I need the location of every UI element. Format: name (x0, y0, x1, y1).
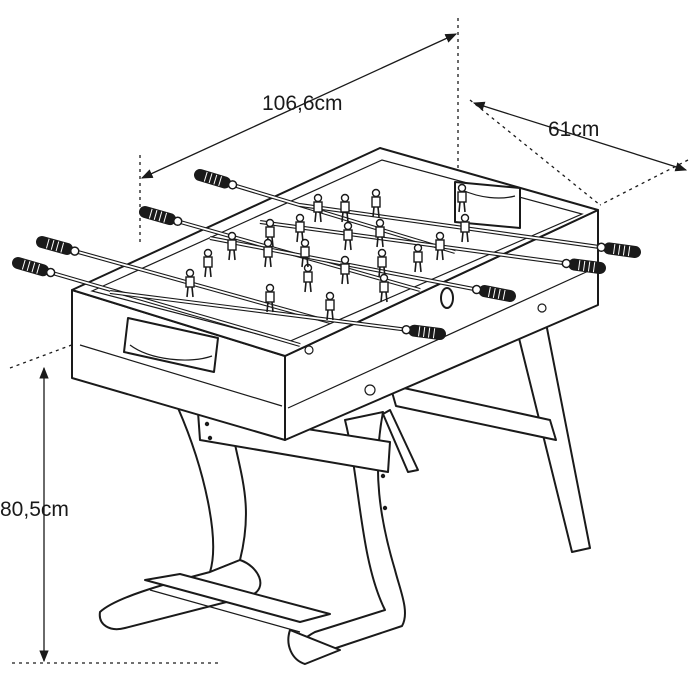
rod[interactable] (109, 290, 446, 340)
foosball-player-icon (203, 248, 213, 278)
foosball-player-icon (435, 231, 445, 261)
foosball-player-icon (263, 238, 273, 268)
foosball-player-icon (413, 243, 423, 273)
foosball-player-icon (265, 283, 275, 313)
players (185, 183, 470, 321)
rod[interactable] (194, 169, 456, 254)
foosball-player-icon (460, 213, 470, 243)
foosball-handle-icon[interactable] (401, 324, 446, 340)
rod[interactable] (12, 257, 301, 347)
height-label: 80,5cm (0, 498, 69, 521)
height-dimension: 80,5cm (0, 366, 69, 663)
rod[interactable] (259, 220, 606, 274)
foosball-player-icon (340, 193, 350, 223)
table-body (71, 147, 599, 441)
foosball-player-icon (343, 221, 353, 251)
foosball-player-icon (325, 291, 335, 321)
foosball-player-icon (371, 188, 381, 218)
foosball-handle-icon[interactable] (36, 236, 80, 256)
foosball-player-icon (375, 218, 385, 248)
width-label: 61cm (548, 118, 599, 141)
foosball-player-icon (300, 238, 310, 268)
player-rods (12, 169, 641, 347)
goal-box (123, 317, 219, 373)
foosball-player-icon (379, 273, 389, 303)
foosball-player-icon (185, 268, 195, 298)
foosball-player-icon (377, 248, 387, 278)
width-dimension: 61cm (472, 101, 688, 172)
foosball-player-icon (457, 183, 467, 213)
length-dimension: 106,6cm (140, 33, 458, 179)
rod[interactable] (209, 236, 516, 302)
rear-leg-frame (382, 317, 591, 553)
foosball-player-icon (340, 255, 350, 285)
foosball-handle-icon[interactable] (12, 257, 56, 278)
length-label: 106,6cm (262, 92, 343, 115)
foosball-handle-icon[interactable] (596, 242, 641, 258)
foosball-player-icon (295, 213, 305, 243)
foosball-handle-icon[interactable] (561, 258, 606, 274)
foosball-handle-icon[interactable] (471, 284, 516, 302)
foosball-player-icon (313, 193, 323, 223)
foosball-player-icon (227, 231, 237, 261)
front-leg-frame (98, 407, 406, 665)
foosball-handle-icon[interactable] (139, 206, 183, 227)
foosball-handle-icon[interactable] (194, 169, 238, 190)
